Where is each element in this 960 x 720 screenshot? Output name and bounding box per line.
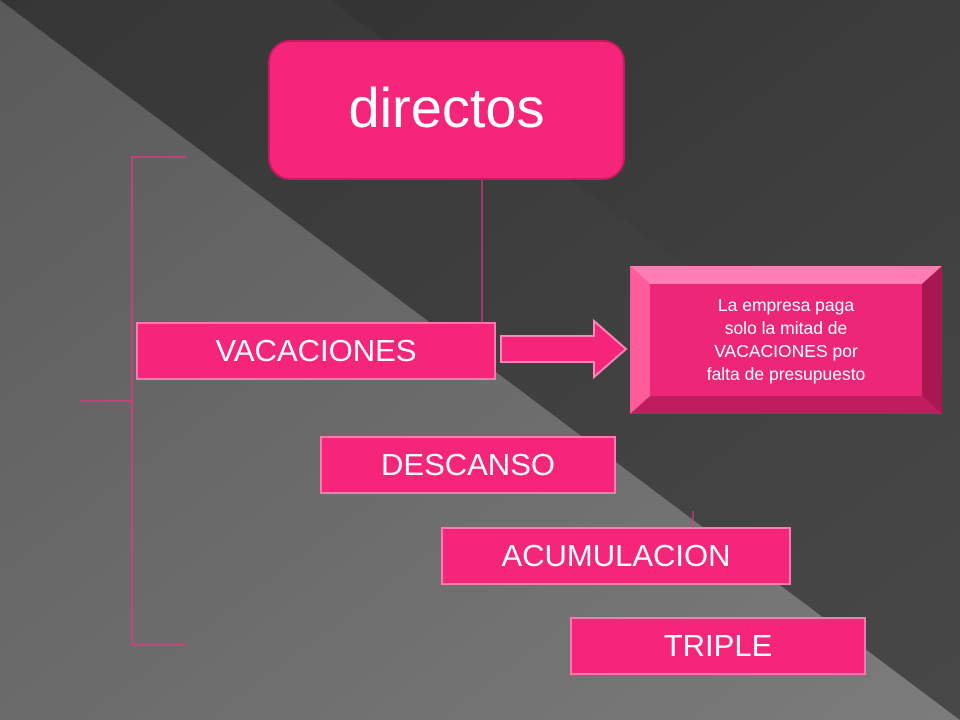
node-label: ACUMULACION <box>501 538 731 573</box>
node-label: VACACIONES <box>215 333 417 368</box>
root-node-directos: directos <box>268 40 625 180</box>
node-label: TRIPLE <box>663 628 773 663</box>
node-triple: TRIPLE <box>570 617 866 675</box>
node-acumulacion: ACUMULACION <box>441 527 791 585</box>
note-text: La empresa paga solo la mitad de VACACIO… <box>706 295 866 384</box>
root-label: directos <box>348 75 545 139</box>
note-bevel-box <box>630 266 942 414</box>
node-descanso: DESCANSO <box>320 436 616 494</box>
node-label: DESCANSO <box>381 447 555 482</box>
bracket-connector <box>131 156 186 646</box>
node-vacaciones: VACACIONES <box>136 322 496 380</box>
right-arrow-icon <box>500 318 628 380</box>
